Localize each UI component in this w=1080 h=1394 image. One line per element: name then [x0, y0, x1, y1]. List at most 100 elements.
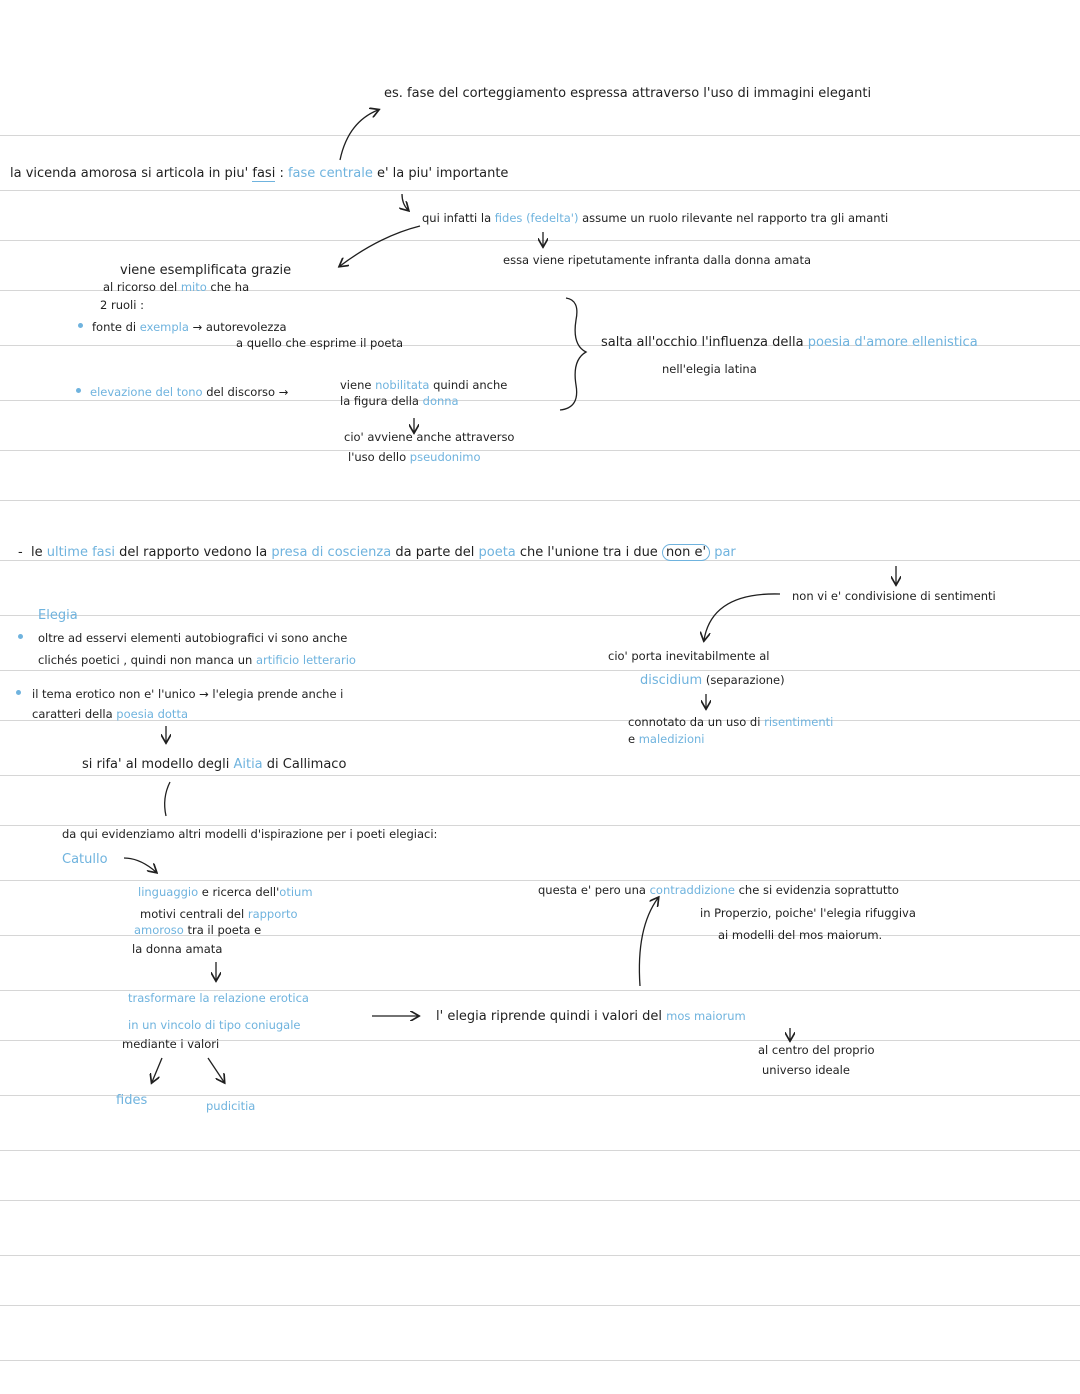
mito-highlight: mito [180, 280, 207, 294]
ruled-line [0, 990, 1080, 991]
text-segment: e' la piu' importante [372, 166, 509, 181]
bullet-icon [18, 634, 23, 639]
text-segment: che si evidenzia soprattutto [734, 883, 899, 897]
note-esemplificata: viene esemplificata grazie [120, 263, 292, 278]
brace [559, 297, 588, 411]
note-maledizioni: e maledizioni [628, 731, 705, 747]
note-centro-proprio: al centro del proprio [758, 1043, 875, 1057]
note-mediante-valori: mediante i valori [122, 1037, 220, 1051]
note-donna-amata: la donna amata [132, 942, 223, 956]
note-fides-ruolo: qui infatti la fides (fedelta') assume u… [422, 210, 888, 226]
presa-coscienza-highlight: presa di coscienza [271, 545, 392, 560]
text-segment: quindi anche [429, 378, 508, 392]
note-ricorso-mito: al ricorso del mito che ha [103, 279, 249, 295]
curve-aitia [164, 781, 171, 817]
note-autobiografici: oltre ad esservi elementi autobiografici… [38, 631, 348, 645]
arrow-to-example [339, 110, 378, 161]
ruled-line [0, 135, 1080, 136]
arrow-down-fase [402, 193, 408, 210]
artificio-highlight: artificio letterario [255, 653, 356, 667]
pudicitia-label: pudicitia [206, 1099, 256, 1113]
text-segment: connotato da un uso di [628, 715, 765, 729]
mos-maiorum-highlight: mos maiorum [666, 1009, 746, 1023]
note-mos-maiorum-modelli: ai modelli del mos maiorum. [718, 928, 883, 942]
note-aitia-callimaco: si rifa' al modello degli Aitia di Calli… [82, 757, 346, 773]
aitia-highlight: Aitia [233, 757, 263, 772]
note-autorevolezza: a quello che esprime il poeta [236, 336, 404, 350]
text-segment: fonte di [92, 320, 140, 334]
exempla-highlight: exempla [139, 320, 189, 334]
note-discidium: discidium (separazione) [640, 672, 785, 689]
note-altri-modelli: da qui evidenziamo altri modelli d'ispir… [62, 827, 438, 841]
bullet-icon [16, 690, 21, 695]
text-segment: la figura della [340, 394, 423, 408]
maledizioni-highlight: maledizioni [638, 732, 705, 746]
text-segment: che l'unione tra i due [515, 545, 662, 560]
note-fides-infranta: essa viene ripetutamente infranta dalla … [503, 253, 812, 267]
note-tema-erotico: il tema erotico non e' l'unico → l'elegi… [32, 687, 344, 701]
text-segment: caratteri della [32, 707, 117, 721]
poesia-ellenistica-highlight: poesia d'amore ellenistica [807, 335, 978, 350]
text-segment: del discorso → [202, 385, 289, 399]
text-segment: si rifa' al modello degli [82, 757, 234, 772]
ruled-line [0, 615, 1080, 616]
ruled-line [0, 720, 1080, 721]
ruled-line [0, 500, 1080, 501]
arrow-to-discidium [704, 593, 781, 640]
note-poesia-dotta: caratteri della poesia dotta [32, 706, 188, 722]
text-segment: viene [340, 378, 376, 392]
note-figura-donna: la figura della donna [340, 393, 459, 409]
poesia-dotta-highlight: poesia dotta [116, 707, 188, 721]
text-segment: da parte del [391, 545, 479, 560]
note-condivisione: non vi e' condivisione di sentimenti [792, 589, 996, 603]
ruled-line [0, 670, 1080, 671]
ruled-line [0, 345, 1080, 346]
note-example-corteggiamento: es. fase del corteggiamento espressa att… [384, 86, 872, 101]
ruled-line [0, 880, 1080, 881]
ruled-line [0, 1305, 1080, 1306]
text-segment: motivi centrali del [140, 907, 248, 921]
linguaggio-highlight: linguaggio [138, 885, 199, 899]
text-segment: al ricorso del [103, 280, 181, 294]
text-segment: che ha [206, 280, 250, 294]
note-contraddizione: questa e' pero una contraddizione che si… [538, 882, 899, 898]
fase-centrale-highlight: fase centrale [287, 166, 373, 181]
note-universo-ideale: universo ideale [762, 1063, 850, 1077]
ruled-line [0, 825, 1080, 826]
ruled-line [0, 1040, 1080, 1041]
amoroso-highlight: amoroso [134, 923, 184, 937]
text-segment: del rapporto vedono la [115, 545, 272, 560]
fasi-underlined: fasi [252, 166, 276, 182]
note-amoroso-poeta: amoroso tra il poeta e [134, 922, 261, 938]
ultime-fasi-highlight: ultime fasi [46, 545, 116, 560]
ruled-line [0, 450, 1080, 451]
text-segment: → autorevolezza [188, 320, 287, 334]
text-segment: e [628, 732, 639, 746]
note-porta-inevitabilmente: cio' porta inevitabilmente al [608, 649, 770, 663]
text-segment: e ricerca dell' [198, 885, 280, 899]
ruled-line [0, 1360, 1080, 1361]
fides-highlight: fides (fedelta') [494, 211, 579, 225]
text-segment: la vicenda amorosa si articola in piu' [10, 166, 253, 181]
arrow-up-contraddizione [638, 898, 658, 987]
otium-highlight: otium [279, 885, 313, 899]
donna-highlight: donna [422, 394, 459, 408]
text-segment: salta all'occhio l'influenza della [601, 335, 808, 350]
text-segment: le [30, 545, 47, 560]
ruled-line [0, 190, 1080, 191]
note-avviene-attraverso: cio' avviene anche attraverso [344, 430, 515, 444]
note-vincolo-coniugale: in un vincolo di tipo coniugale [128, 1018, 301, 1032]
text-segment: l' elegia riprende quindi i valori del [436, 1009, 667, 1024]
contraddizione-highlight: contraddizione [649, 883, 735, 897]
ruled-line [0, 935, 1080, 936]
text-segment: (separazione) [702, 673, 785, 687]
note-risentimenti: connotato da un uso di risentimenti [628, 714, 833, 730]
note-cliches-artificio: clichés poetici , quindi non manca un ar… [38, 652, 356, 668]
arrow-pudicitia [207, 1057, 224, 1082]
rapporto-highlight: rapporto [247, 907, 298, 921]
discidium-highlight: discidium [640, 673, 703, 688]
fides-label: fides [116, 1093, 148, 1108]
note-vicenda-amorosa: la vicenda amorosa si articola in piu' f… [10, 166, 508, 182]
bullet-icon [78, 323, 83, 328]
